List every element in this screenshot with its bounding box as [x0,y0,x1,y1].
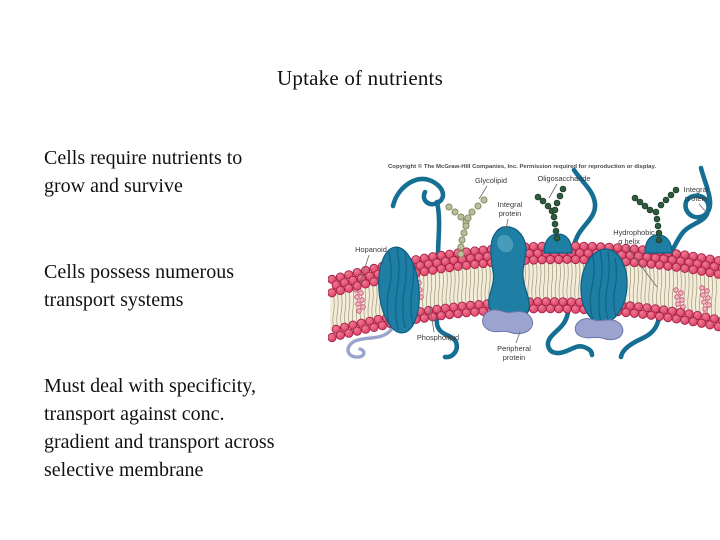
integral-protein-right-striations [589,249,618,323]
peripheral-protein-right [574,318,624,341]
bullet-3: Must deal with specificity, transport ag… [44,372,274,484]
integral-right-pointer [698,203,708,214]
integral-center-pointer [505,218,509,230]
integral-protein-right-label-1: Integral [684,185,709,194]
bullet-2-line-2: transport systems [44,289,184,311]
proteins-group [378,226,673,341]
polypeptide-strand-right [618,165,713,360]
peripheral-pointer [515,331,521,344]
peripheral-protein-label-2: protein [503,353,526,362]
phospholipid-label: Phospholipid [417,333,459,342]
slide-title: Uptake of nutrients [277,66,443,90]
oligosaccharide-pointer [548,183,558,199]
integral-protein-central-highlight [497,235,514,253]
hydrophobic-helix-label-2: α helix [618,237,640,246]
glycolipid-pointer [478,185,488,200]
figure-labels: Glycolipid Oligosaccharide Integral prot… [355,174,709,362]
oligosaccharide-label: Oligosaccharide [538,174,591,183]
membrane-figure: Copyright © The McGraw-Hill Companies, I… [328,163,720,362]
integral-protein-dome-mid [543,233,573,254]
sugar-chains [445,185,680,258]
phospholipid-pointer [429,306,435,333]
integral-protein-right-label-2: protein [685,194,708,203]
hopanoid-label: Hopanoid [355,245,387,254]
hydrophobic-helix-pointer [626,246,658,288]
bullet-2: Cells possess numerous transport systems [44,258,234,314]
hydrophobic-helix-label-1: Hydrophobic [613,228,655,237]
integral-protein-center-label-2: protein [499,209,522,218]
bullet-1-line-2: grow and survive [44,175,183,197]
glycolipid-label: Glycolipid [475,176,507,185]
hopanoid-pointer [359,254,370,284]
integral-protein-left-striations [386,247,415,331]
bullet-2-line-1: Cells possess numerous [44,261,234,283]
bullet-3-line-1: Must deal with specificity, [44,375,256,397]
bullet-1-line-1: Cells require nutrients to [44,147,243,169]
peripheral-protein-central [482,309,534,335]
bullet-3-line-2: transport against conc. [44,403,225,425]
integral-protein-left [378,246,420,334]
figure-copyright: Copyright © The McGraw-Hill Companies, I… [388,163,656,170]
peripheral-protein-label-1: Peripheral [497,344,531,353]
bullet-3-line-3: gradient and transport across [44,431,275,453]
bullet-3-line-4: selective membrane [44,459,204,481]
bullet-1: Cells require nutrients to grow and surv… [44,144,242,200]
polypeptide-strand-left [390,176,460,360]
integral-protein-center-label-1: Integral [498,200,523,209]
peripheral-strand-lavender [346,328,393,359]
